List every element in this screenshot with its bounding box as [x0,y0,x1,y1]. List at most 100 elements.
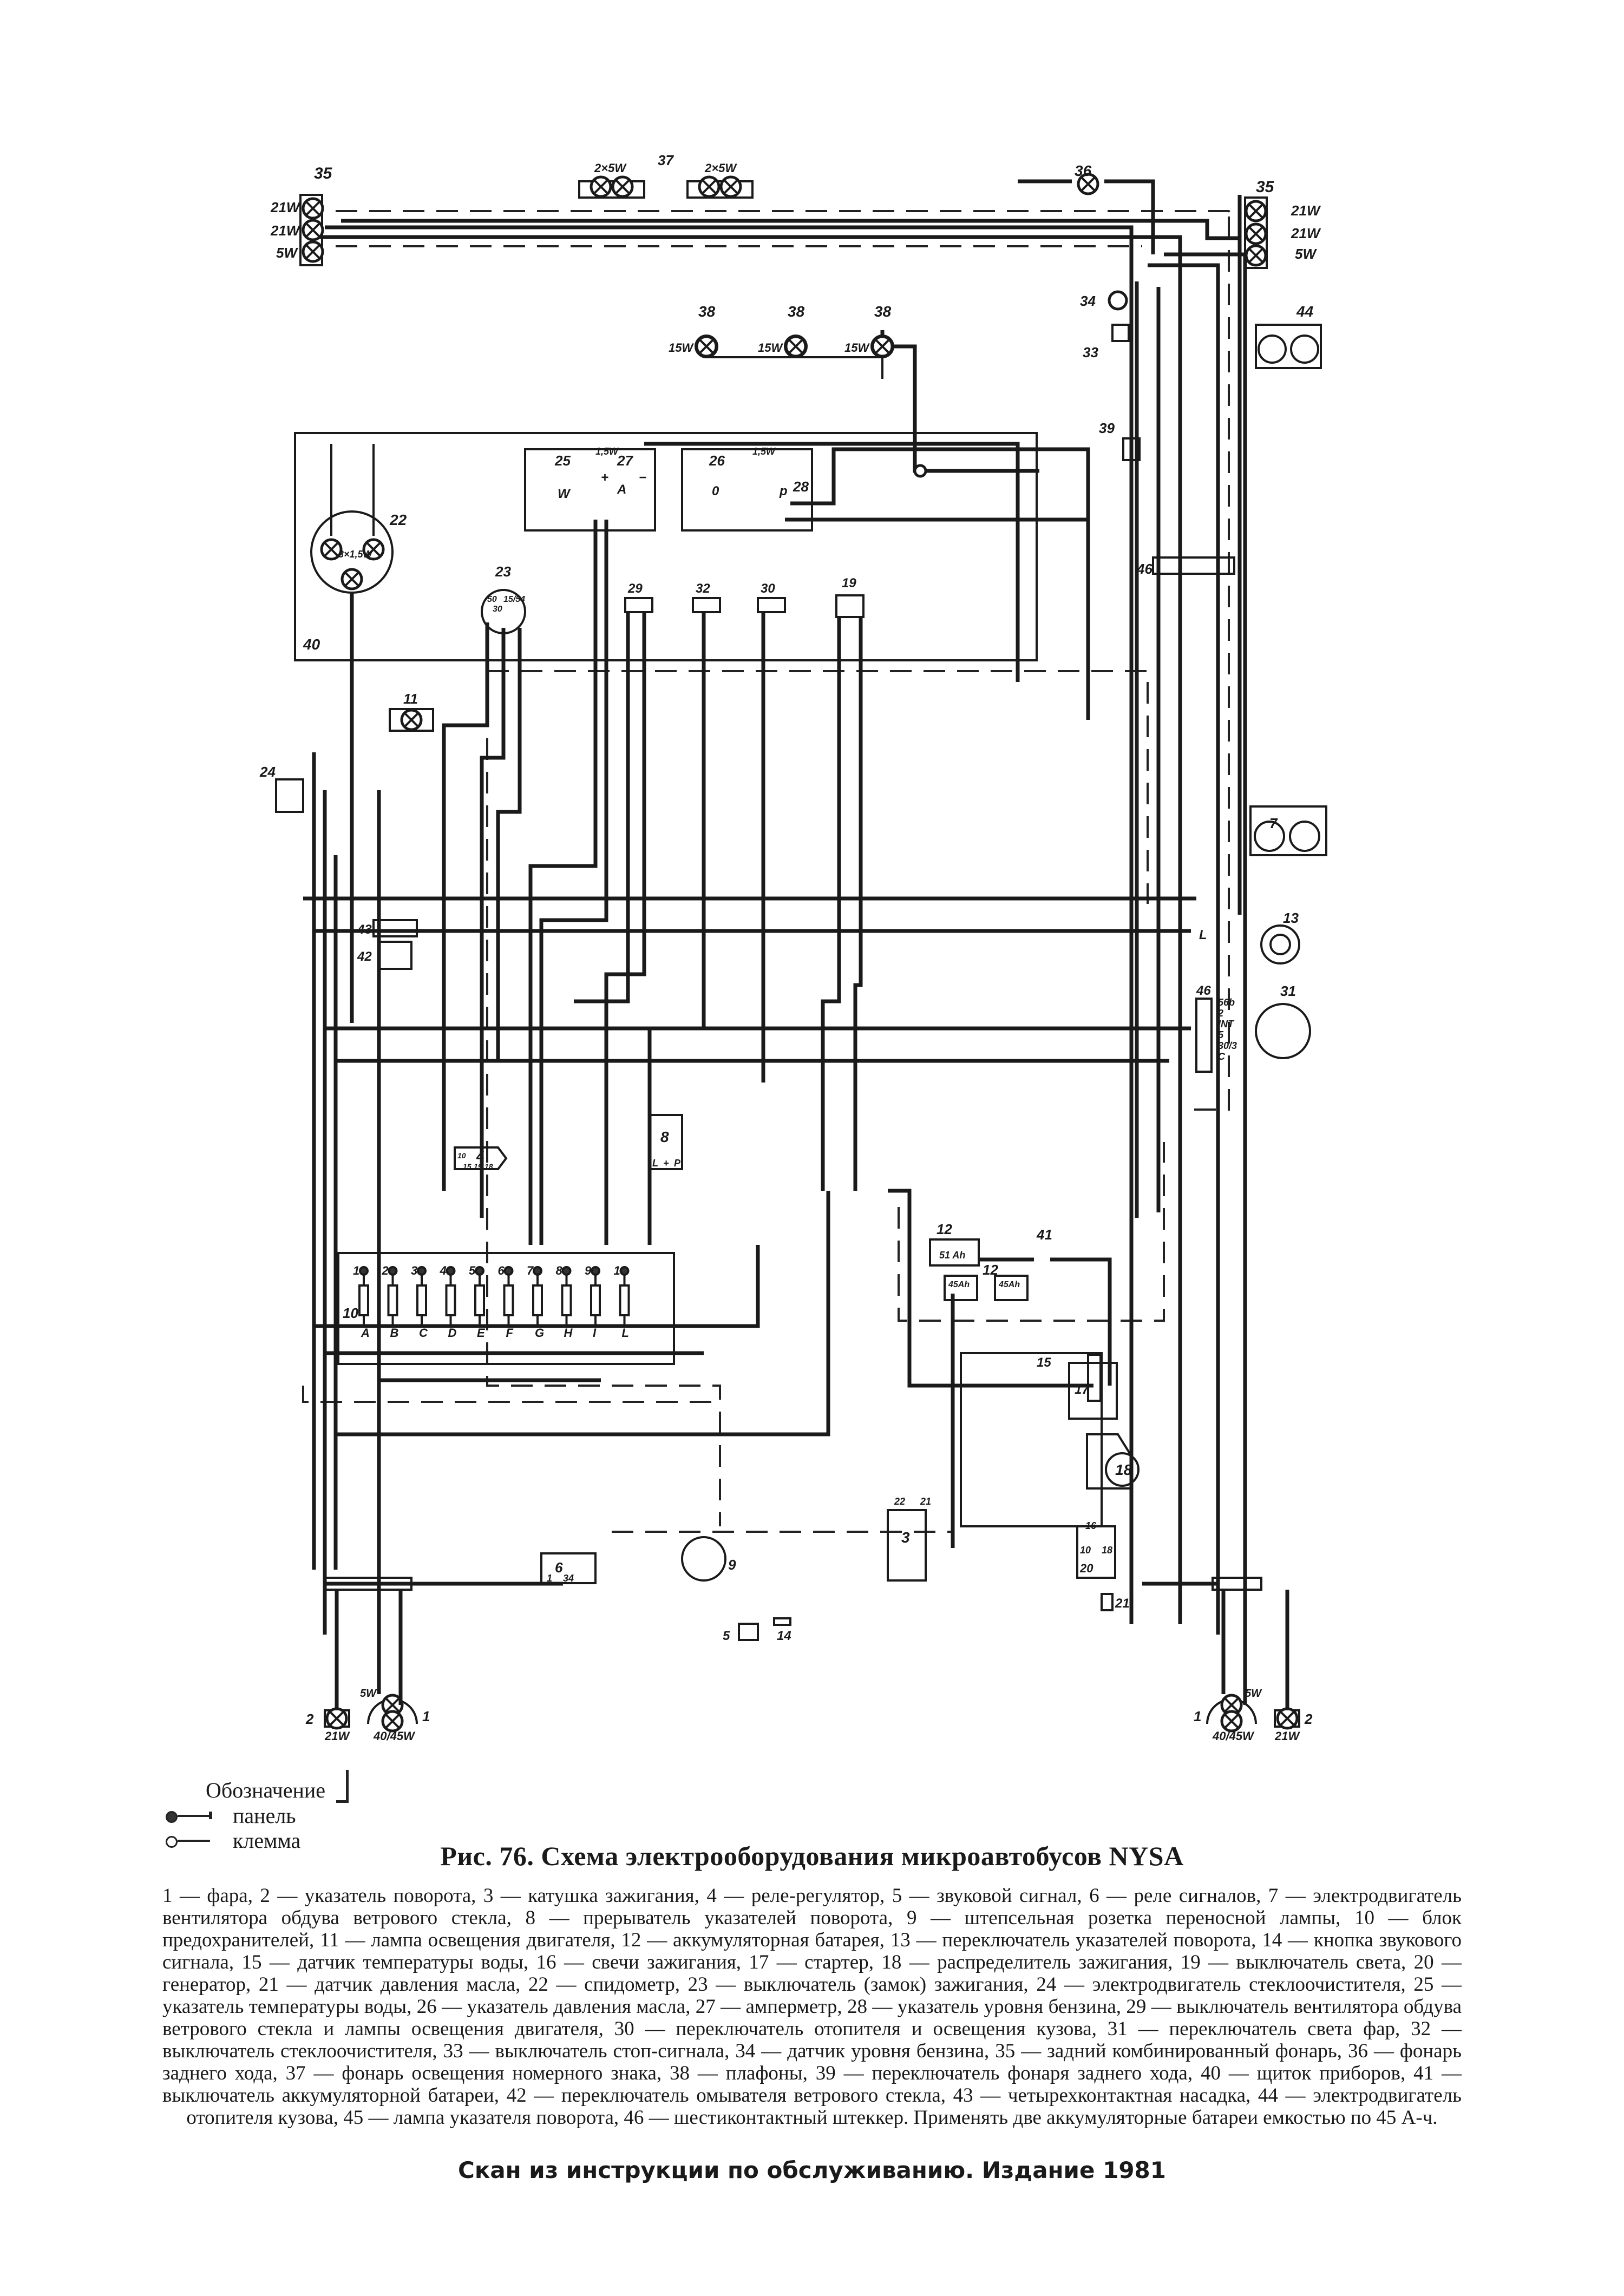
plug-46-bottom [1195,998,1213,1073]
label-12: 12 [983,1262,998,1278]
gauge-26-28-frame [681,448,813,532]
label-27: 27 [617,452,633,469]
label-20: 20 [1079,1562,1093,1575]
label-24: 24 [259,764,276,780]
fuse-terminal [446,1266,456,1276]
heater-motor-44 [1255,324,1322,369]
rating: 15W [844,341,870,355]
plate-lamp-left [578,180,645,199]
fuse-bottom-pin: H [564,1326,573,1340]
wire [319,235,1182,1624]
instrument-panel-frame [294,432,1038,661]
pin: 18 [1102,1545,1112,1556]
wiring-diagram: 1A2B3C4D5E6F7G8H9I10L [259,152,1327,1743]
starter-solenoid [1087,1354,1102,1402]
label-31: 31 [1280,983,1296,999]
dome-lamp-junction [913,464,927,478]
label-35-right: 35 [1256,178,1275,196]
label-21: 21 [1115,1596,1130,1611]
rating: 40/45W [373,1729,416,1743]
washer-switch-42 [378,941,412,970]
label-1: 1 [422,1708,430,1724]
label-9: 9 [728,1557,736,1573]
wire [330,444,375,536]
label-12: 12 [937,1221,952,1237]
wire [335,1590,403,1710]
pin: L [1199,928,1207,942]
wire [1018,179,1155,254]
fan-motor-7 [1249,805,1327,856]
wiper-motor-24 [275,778,304,813]
main-wire-bundle [303,520,1196,1635]
wire [644,442,1020,682]
label-35-left: 35 [314,165,333,182]
label-39: 39 [1099,420,1115,436]
fuse-terminal [388,1266,398,1276]
fuse-terminal [591,1266,600,1276]
label-40: 40 [303,636,320,653]
fuse-terminal [619,1266,630,1276]
label-22: 22 [389,511,407,528]
fuse-bottom-pin: D [448,1326,457,1340]
pin: C [1218,1051,1226,1062]
switch-30 [757,597,786,613]
fuse [416,1284,427,1316]
rating: 21W [270,222,301,239]
fuse-block [337,1252,675,1365]
fuse-bottom-pin: B [390,1326,399,1340]
rating: 5W [1295,246,1317,262]
plate-lamp-right [686,180,754,199]
rating: 21W [270,199,301,215]
switch-29 [624,597,653,613]
scan-source-note: Скан из инструкции по обслуживанию. Изда… [458,2157,1166,2183]
wire [1148,263,1220,1635]
label-15: 15 [1037,1355,1051,1370]
starter-17 [1068,1362,1118,1420]
label-4: 4 [476,1148,484,1164]
label-23: 23 [495,563,511,580]
fuse [445,1284,456,1316]
signal-relay-6 [540,1552,597,1584]
pin: 2 [1217,1008,1223,1019]
fuel-sensor-34 [1108,290,1128,311]
socket-9 [681,1536,726,1582]
fuse-elements: 1A2B3C4D5E6F7G8H9I10L [353,1264,630,1340]
fuse [532,1284,543,1316]
label-38: 38 [874,303,892,320]
rating: 21W [1291,202,1321,219]
label-43: 43 [357,922,372,937]
horn-5 [738,1623,759,1641]
label-2: 2 [1304,1711,1313,1727]
wire [341,219,1240,240]
regulator-4 [454,1146,508,1170]
fuse-top-pin: 9 [585,1264,592,1277]
pin: A [617,482,626,497]
pin: 30 [493,605,502,614]
fuse-top-pin: 7 [527,1264,534,1277]
label-38: 38 [698,303,716,320]
pin: 1 [547,1573,552,1584]
rating: 2×5W [704,161,737,175]
pin: + [663,1158,669,1169]
label-2: 2 [305,1711,314,1727]
rating: 51 Ah [939,1250,965,1261]
turn-switch-13 [1260,924,1300,965]
switch-32 [692,597,721,613]
label-8: 8 [660,1129,669,1145]
figure-caption: Рис. 76. Схема электрооборудования микро… [162,1840,1462,2129]
fuse [619,1284,630,1316]
label-13: 13 [1283,910,1299,926]
legend-title: Обозначение [206,1778,326,1802]
rating: 15W [669,341,694,355]
rating: 21W [1274,1729,1300,1743]
pin: 10 [1080,1545,1091,1556]
pin: 56b [1218,997,1235,1008]
label-44: 44 [1296,303,1314,320]
label-11: 11 [403,691,418,707]
pin: 4 [568,1573,574,1584]
horn-button-14 [773,1617,791,1626]
fuse-bottom-pin: G [535,1326,544,1340]
connector-43 [372,919,418,937]
pin: 16 [1085,1520,1097,1531]
rating: 45Ah [998,1280,1020,1289]
